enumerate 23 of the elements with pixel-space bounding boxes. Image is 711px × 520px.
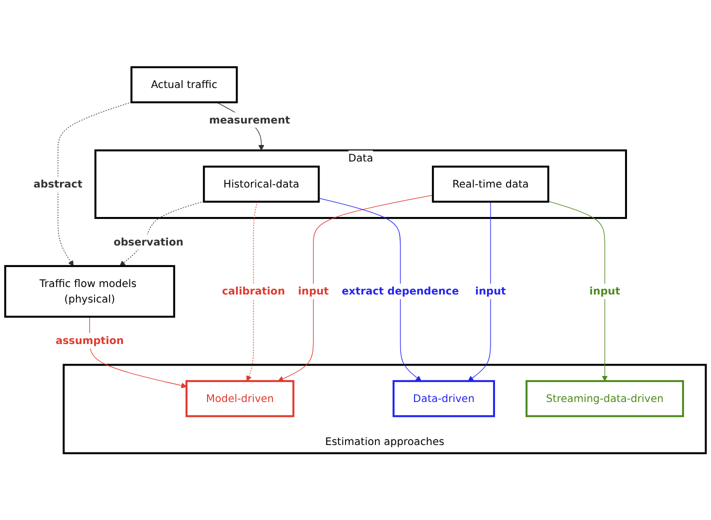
edge-label: assumption <box>56 334 124 346</box>
node-box: Historical-data <box>202 165 320 202</box>
edge-label: abstract <box>34 177 82 190</box>
arrow <box>468 201 491 382</box>
edge-label: measurement <box>209 113 290 126</box>
arrow <box>246 201 258 382</box>
edge-label: extract dependence <box>342 284 459 298</box>
edge-label: input <box>298 284 329 298</box>
arrow <box>318 198 422 382</box>
node-box: Real-time data <box>432 165 550 202</box>
node-box: Actual traffic <box>130 66 238 104</box>
arrow <box>548 200 608 382</box>
node-box: Streaming-data-driven <box>526 380 684 417</box>
arrow <box>58 102 132 266</box>
node-box: Traffic flow models (physical) <box>4 264 176 318</box>
node-box: Model-driven <box>186 380 294 417</box>
edge-label: observation <box>114 235 184 248</box>
arrow <box>278 194 434 382</box>
node-box: Data-driven <box>392 380 496 417</box>
edge-label: input <box>475 284 506 298</box>
edge-label: input <box>589 284 620 298</box>
edge-label: calibration <box>222 284 285 298</box>
arrow <box>120 200 204 266</box>
